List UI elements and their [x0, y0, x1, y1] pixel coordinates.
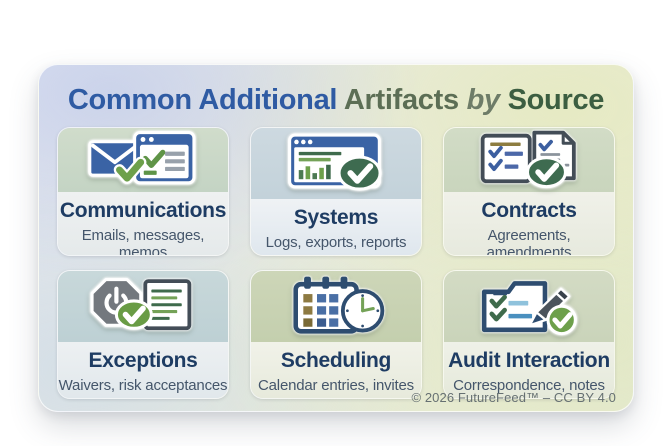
tiles-grid: Communications Emails, messages, memos [57, 127, 615, 399]
tile-sublabel: Emails, messages, memos [81, 227, 205, 256]
agreement-card-icon [480, 133, 532, 184]
email-checklist-window-icon [88, 131, 196, 185]
title-part-source: Source [507, 84, 605, 116]
page-title: Common Additional Artifacts by Source [57, 78, 615, 122]
contract-documents-check-icon [480, 130, 576, 189]
tile-label: Scheduling [280, 349, 392, 372]
check-badge-icon [337, 155, 382, 191]
tile-sublabel: Agreements, amendments [486, 227, 572, 256]
check-badge-icon [546, 304, 577, 335]
exceptions-text-zone: Exceptions Waivers, risk acceptances [58, 342, 228, 398]
tile-label: Communications [59, 199, 227, 222]
tile-contracts: Contracts Agreements, amendments [443, 127, 615, 256]
title-part-by: by [466, 84, 501, 116]
tile-communications: Communications Emails, messages, memos [57, 127, 229, 256]
browser-chart-check-icon [288, 133, 382, 191]
tile-exceptions: Exceptions Waivers, risk acceptances [57, 270, 229, 399]
tile-systems: Systems Logs, exports, reports [250, 127, 422, 256]
exceptions-icon-zone [58, 271, 228, 342]
tile-sublabel: Calendar entries, invites [258, 377, 414, 394]
power-octagon-document-check-icon [90, 277, 192, 330]
audit-interaction-icon-zone [444, 271, 614, 342]
title-part-artifacts: Artifacts [343, 84, 459, 116]
notes-clipboard-icon [481, 280, 548, 332]
waiver-document-icon [143, 278, 192, 330]
calendar-clock-icon [293, 276, 385, 334]
tile-sublabel: Waivers, risk acceptances [58, 377, 228, 394]
scheduling-text-zone: Scheduling Calendar entries, invites [251, 342, 421, 398]
tile-label: Systems [293, 206, 379, 229]
systems-icon-zone [251, 128, 421, 199]
scheduling-icon-zone [251, 271, 421, 342]
audit-interaction-text-zone: Audit Interaction Correspondence, notes [444, 342, 614, 398]
communications-text-zone: Communications Emails, messages, memos [58, 192, 228, 256]
checklist-window-icon [133, 131, 196, 185]
tile-scheduling: Scheduling Calendar entries, invites [250, 270, 422, 399]
check-badge-icon [114, 298, 153, 330]
infographic-card: Common Additional Artifacts by Source [38, 64, 634, 412]
clock-icon [340, 288, 385, 332]
systems-text-zone: Systems Logs, exports, reports [251, 199, 421, 255]
tile-sublabel: Correspondence, notes [453, 377, 605, 394]
title-part-common-additional: Common Additional [67, 84, 338, 116]
tile-label: Contracts [481, 199, 577, 222]
tile-label: Audit Interaction [448, 349, 610, 372]
copyright-credit: © 2026 FutureFeed™ – CC BY 4.0 [411, 390, 616, 405]
tile-sublabel: Logs, exports, reports [265, 234, 407, 251]
bar-chart-icon [298, 164, 331, 179]
contracts-icon-zone [444, 128, 614, 192]
tile-label: Exceptions [88, 349, 198, 372]
communications-icon-zone [58, 128, 228, 192]
tile-audit-interaction: Audit Interaction Correspondence, notes [443, 270, 615, 399]
clipboard-pencil-check-icon [481, 280, 577, 335]
check-badge-icon [525, 156, 567, 189]
check-mark-icon [113, 156, 147, 184]
contracts-text-zone: Contracts Agreements, amendments [444, 192, 614, 256]
pencil-icon [528, 287, 571, 326]
